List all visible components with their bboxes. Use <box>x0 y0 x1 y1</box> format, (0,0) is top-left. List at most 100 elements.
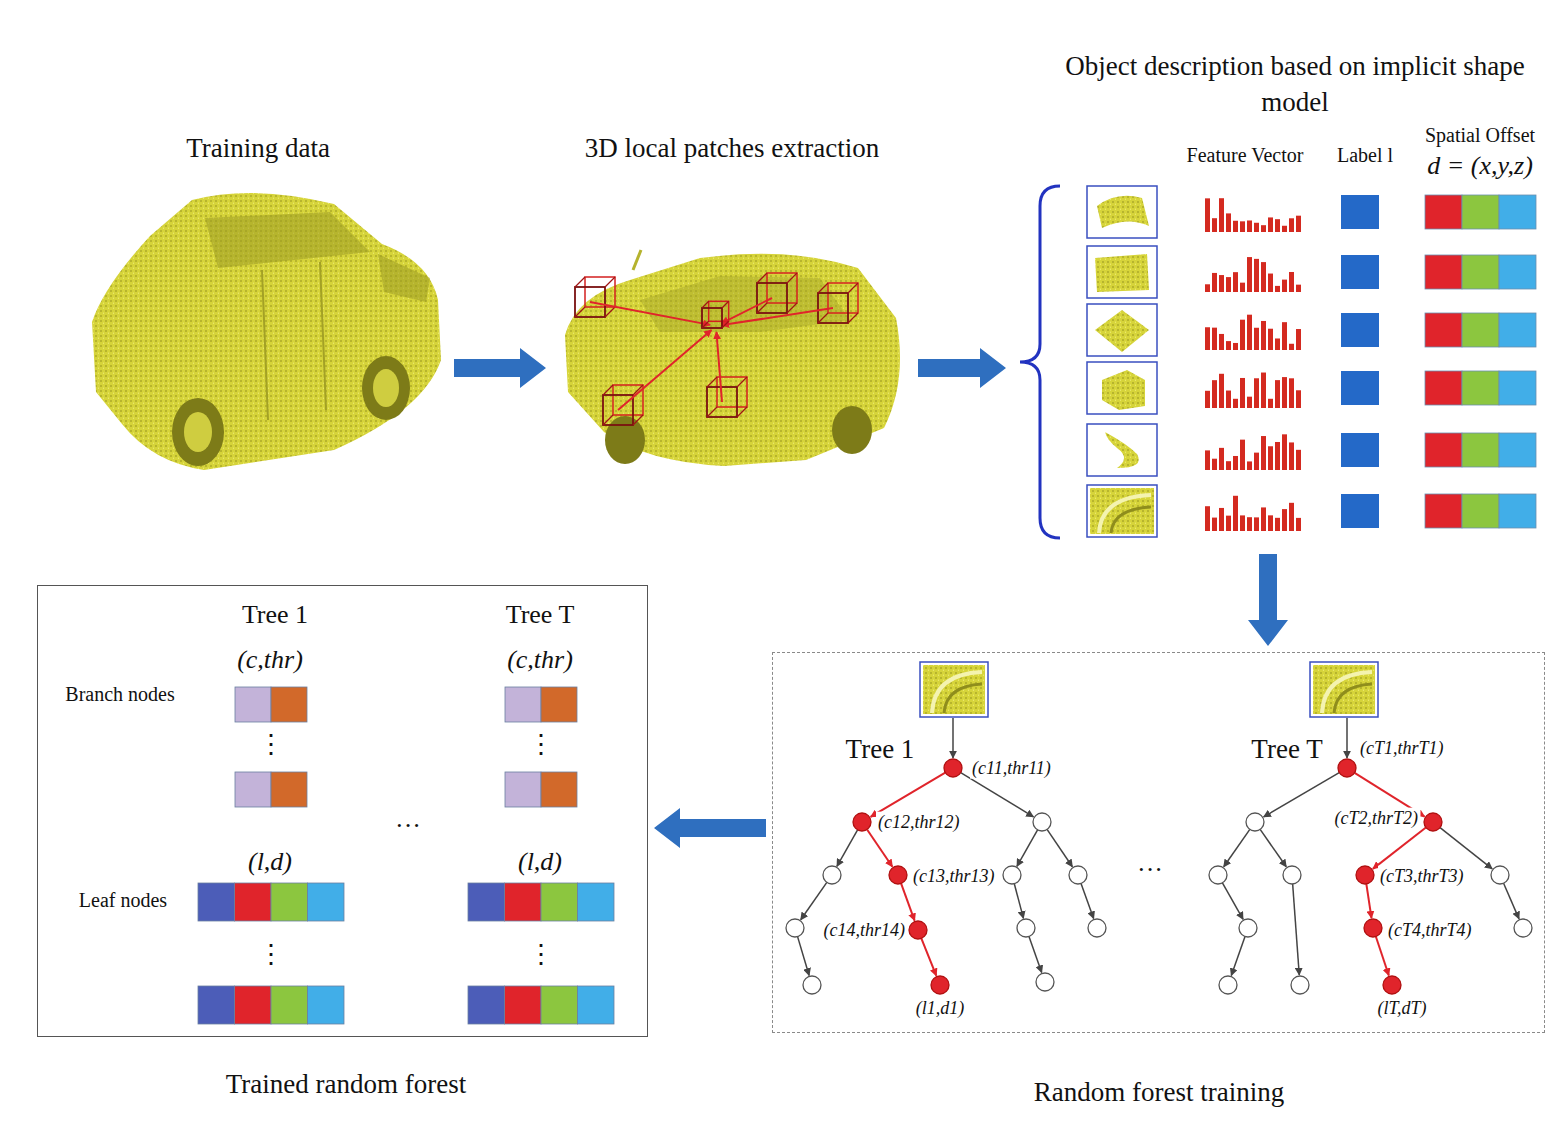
tree-edge <box>798 937 810 976</box>
label-square <box>1341 255 1379 289</box>
histogram-bar <box>1247 257 1252 292</box>
wheel-arc <box>1111 507 1151 533</box>
tree-node <box>1069 866 1087 884</box>
histogram-bar <box>1219 508 1224 531</box>
wheel-arc <box>944 684 982 713</box>
tree-title: Tree T <box>504 600 577 630</box>
histogram-bar <box>1240 440 1245 470</box>
offset-cell <box>1462 313 1499 347</box>
active-tree-node <box>1356 866 1374 884</box>
leaf-param <box>541 986 578 1024</box>
offset-cell <box>1499 433 1536 467</box>
tree-node <box>1291 976 1309 994</box>
tree-edge <box>1029 936 1042 972</box>
car-window <box>640 276 850 332</box>
offset-cell <box>1462 494 1499 528</box>
thumbnail-frame <box>1087 304 1157 356</box>
result-panel: Trained random forest <box>37 585 648 1037</box>
patch-surface <box>1095 254 1149 292</box>
leaf-param <box>308 883 345 921</box>
histogram-bar <box>1247 517 1252 531</box>
tree-node <box>1514 919 1532 937</box>
offset-arrow <box>716 332 722 402</box>
split-label: (c11,thr11) <box>970 758 1053 779</box>
histogram-bar <box>1296 329 1301 350</box>
threshold-param <box>271 687 307 722</box>
threshold-param <box>541 772 577 807</box>
histogram-bar <box>1296 390 1301 408</box>
split-param <box>505 772 541 807</box>
offset-cell <box>1499 313 1536 347</box>
split-param <box>235 687 271 722</box>
stage-heading: Object description based on implicit sha… <box>1065 48 1525 120</box>
histogram-bar <box>1282 280 1287 292</box>
histogram-bar <box>1289 272 1294 292</box>
offset-cell <box>1425 313 1462 347</box>
histogram-bar <box>1233 221 1238 232</box>
tree-edge <box>961 773 1034 817</box>
param-label: (l,d) <box>246 847 294 877</box>
param-label: (c,thr) <box>235 645 305 675</box>
tree-edge <box>952 718 954 758</box>
antenna <box>633 250 641 270</box>
column-header: Label l <box>1335 144 1395 167</box>
car-wheel <box>184 412 212 452</box>
offset-cell <box>1499 371 1536 405</box>
histogram-bar <box>1205 450 1210 470</box>
flow-arrow <box>918 348 1006 388</box>
patch-thumbnail <box>1310 662 1378 717</box>
leaf-param <box>235 883 272 921</box>
histogram-bar <box>1247 220 1252 232</box>
offset-cell <box>1499 195 1536 229</box>
tree-node <box>1036 973 1054 991</box>
tree-title: Tree 1 <box>240 600 310 630</box>
split-label: (cT1,thrT1) <box>1358 738 1446 759</box>
histogram-bar <box>1212 380 1217 408</box>
histogram-bar <box>1240 320 1245 350</box>
tree-edge <box>1231 936 1245 975</box>
car-body <box>92 193 441 470</box>
patch-thumbnail <box>1087 304 1157 356</box>
histogram-bar <box>1268 329 1273 350</box>
tree-edge <box>1293 884 1300 975</box>
active-tree-node <box>909 921 927 939</box>
thumbnail-frame <box>1087 362 1157 414</box>
patch-surface <box>1090 488 1154 534</box>
histogram-bar <box>1268 515 1273 531</box>
histogram-bar <box>1233 399 1238 408</box>
stage-panel: Object description based on implicit sha… <box>1012 48 1548 548</box>
tree-edge <box>1260 829 1286 866</box>
tree-edge <box>1440 828 1492 869</box>
histogram-bar <box>1261 262 1266 292</box>
histogram-bar <box>1226 213 1231 232</box>
histogram-bar <box>1275 380 1280 408</box>
split-label: (cT4,thrT4) <box>1386 920 1474 941</box>
patch-thumbnail <box>1087 362 1157 414</box>
tree-node <box>1239 919 1257 937</box>
leaf-param <box>235 986 272 1024</box>
label-square <box>1341 494 1379 528</box>
split-label: (cT3,thrT3) <box>1378 866 1466 887</box>
split-label: (c14,thr14) <box>822 920 907 941</box>
tree-edge <box>1346 718 1348 758</box>
histogram-bar <box>1296 216 1301 232</box>
cube-edge <box>707 377 747 417</box>
active-tree-node <box>931 976 949 994</box>
param-label: (l,d) <box>516 847 564 877</box>
histogram-bar <box>1282 226 1287 232</box>
histogram-bar <box>1212 518 1217 531</box>
tree-node <box>1017 919 1035 937</box>
threshold-param <box>271 772 307 807</box>
split-label: (cT2,thrT2) <box>1332 808 1420 829</box>
cube-edge <box>757 273 797 313</box>
patch-cube <box>702 301 729 328</box>
row-label: Branch nodes <box>63 683 176 706</box>
tree-node <box>803 976 821 994</box>
thumbnail-frame <box>1087 424 1157 476</box>
active-tree-node <box>944 759 962 777</box>
tree-edge <box>1264 773 1340 817</box>
patch-surface <box>1105 432 1139 468</box>
patch-cube <box>818 283 858 323</box>
patch-thumbnail <box>920 662 988 717</box>
histogram-bar <box>1282 377 1287 408</box>
